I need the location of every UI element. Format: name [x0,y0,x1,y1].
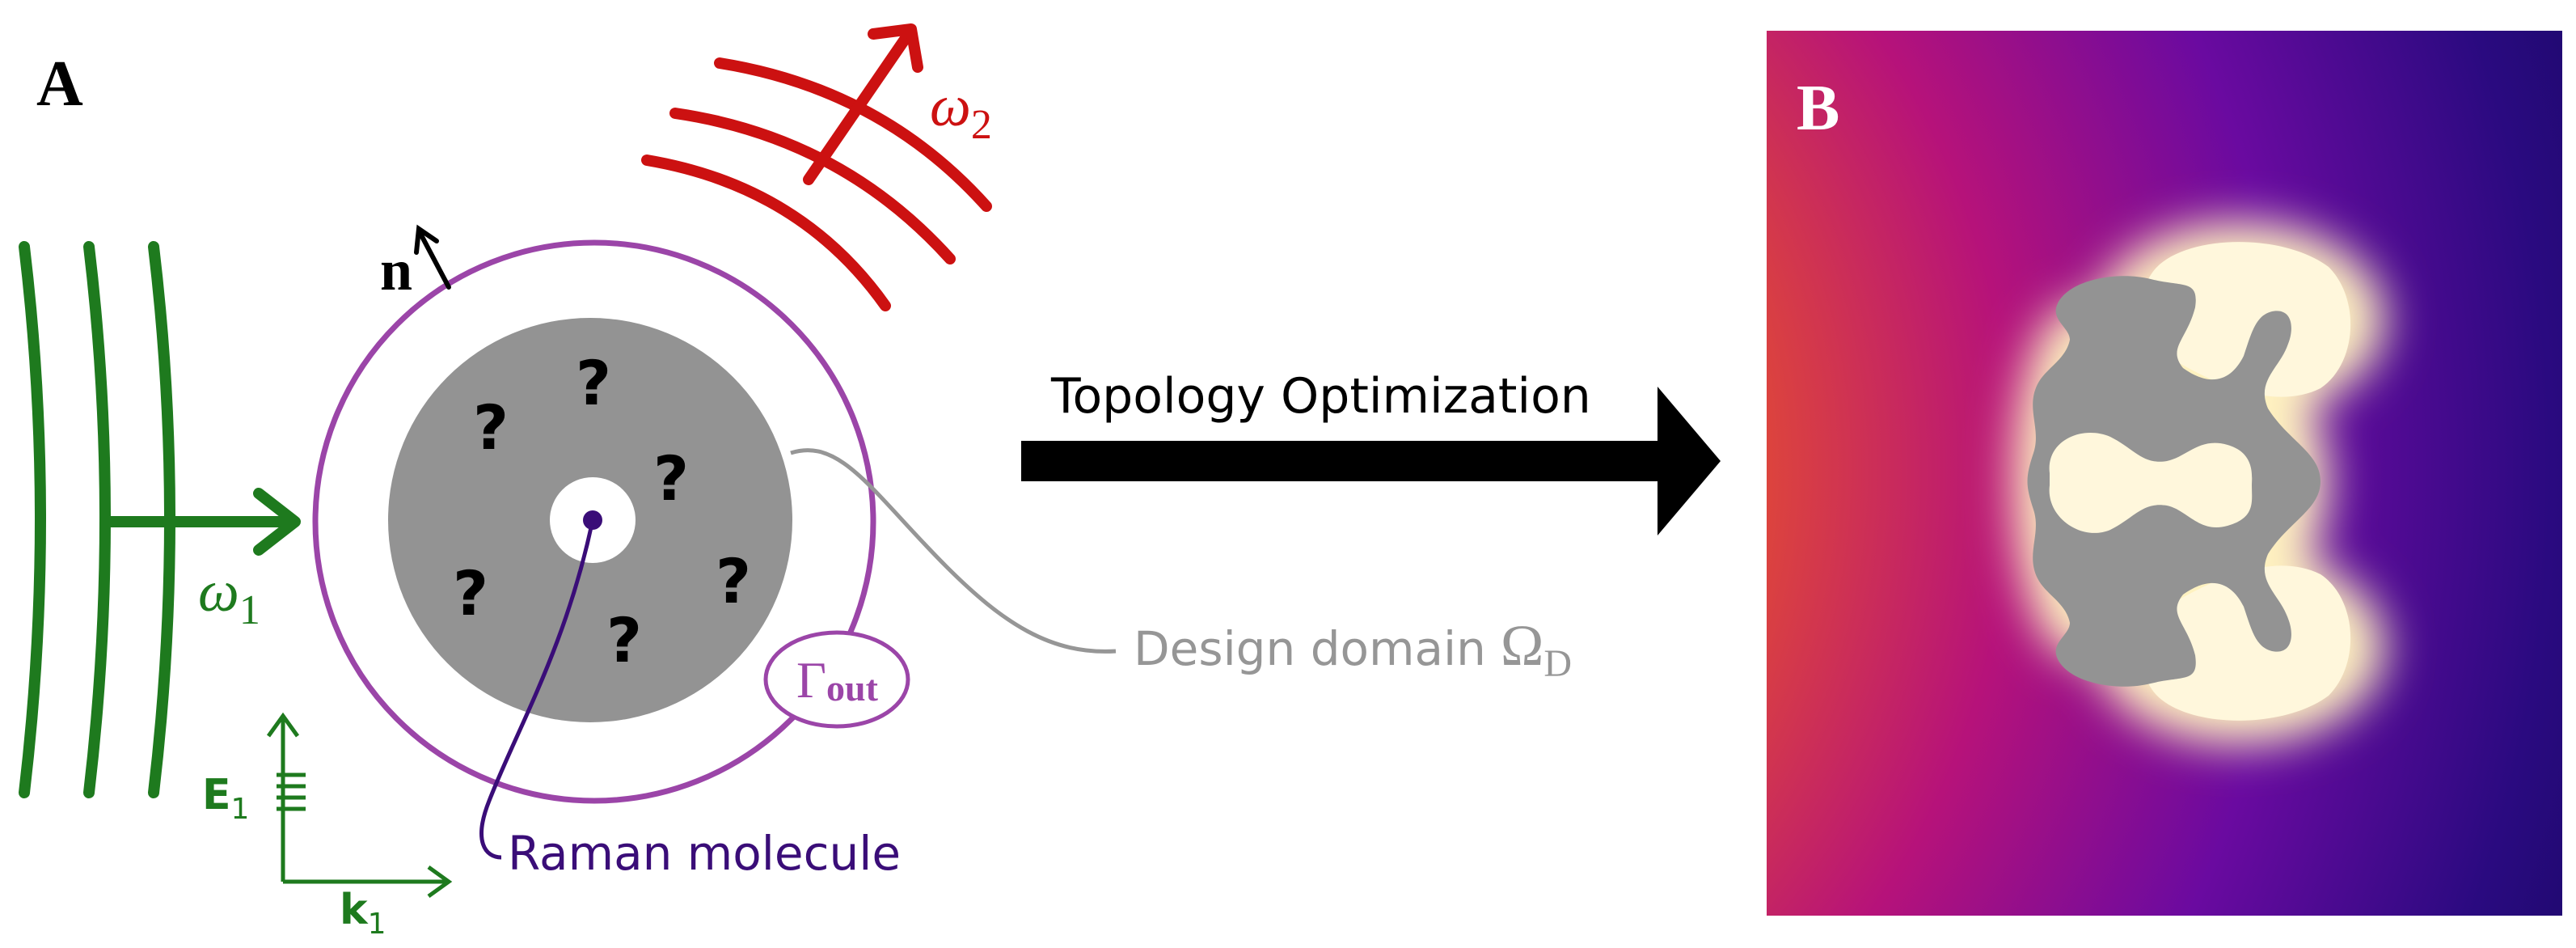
field-axes [266,712,453,899]
normal-label: n [380,238,412,303]
panel-b: B [1767,31,2562,916]
unknown-mark-1: ? [576,347,611,419]
omega2-label: ω2 [930,74,992,148]
incident-propagation-arrow [99,488,301,556]
normal-vector [414,224,451,290]
scattered-wavefront-3 [641,154,891,311]
e1-label: E1 [202,771,249,826]
design-domain-leader [790,448,1117,654]
inner-hot-pocket [2049,433,2253,533]
panel-b-label: B [1797,73,1839,144]
scattered-propagation-arrow [803,23,923,185]
topology-optimization-arrow: Topology Optimization [1021,368,1721,535]
unknown-mark-3: ? [653,442,689,514]
topology-optimization-label: Topology Optimization [1050,368,1591,425]
panel-a: A ω1 E1 k1 [19,23,1572,941]
k1-label: k1 [340,886,386,941]
scattered-wavefront-1 [714,57,992,212]
unknown-mark-6: ? [606,604,642,676]
outer-boundary-circle [312,239,876,804]
omega1-label: ω1 [198,559,260,633]
gamma-out-label: Γout [796,651,879,709]
gamma-out-bubble [763,630,910,729]
field-hotspots-core [2141,242,2351,721]
unknown-mark-4: ? [716,545,751,617]
unknown-marks: ? ? ? ? ? ? [453,347,751,676]
raman-molecule-label: Raman molecule [508,826,901,881]
raman-molecule-leader [479,519,595,860]
unknown-mark-2: ? [473,391,509,463]
panel-a-label: A [36,49,83,120]
unknown-mark-5: ? [453,557,488,629]
incident-wavefront-1 [19,241,46,798]
